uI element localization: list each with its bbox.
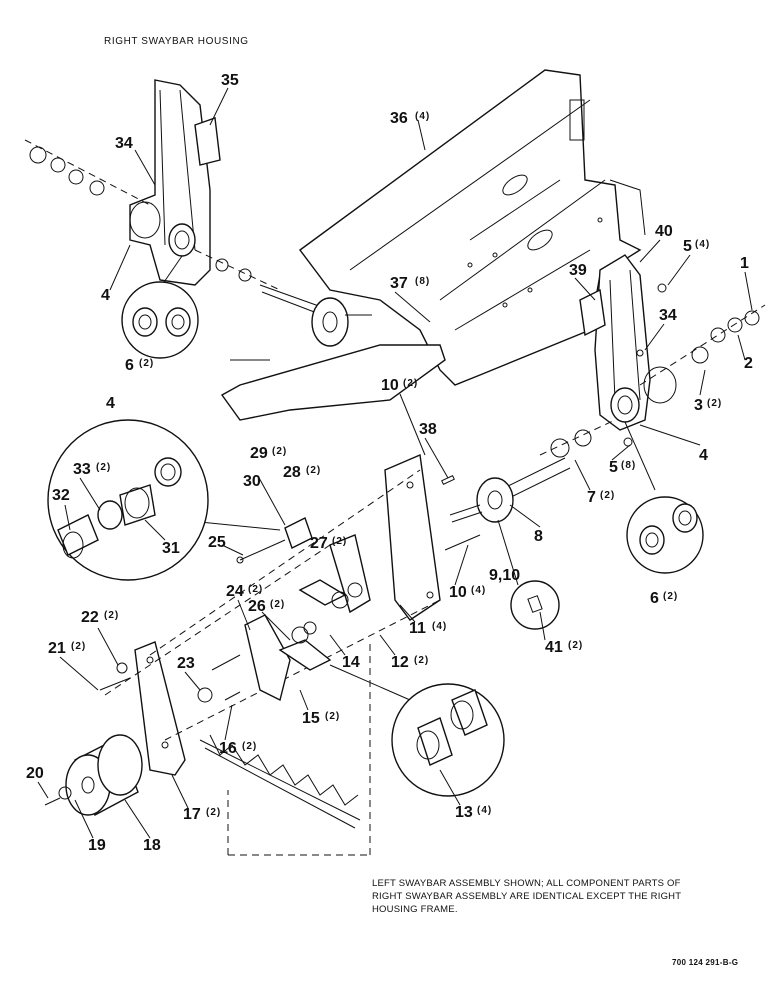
callout-10b-qty: (4) (471, 585, 486, 596)
callout-17-qty: (2) (206, 807, 221, 818)
callout-20-number: 20 (26, 765, 44, 782)
callout-36-qty: (4) (415, 111, 430, 122)
callout-14-number: 14 (342, 654, 360, 671)
header-frame (299, 69, 646, 386)
callout-7-qty: (2) (600, 490, 615, 501)
callout-21-qty: (2) (71, 641, 86, 652)
callout-12-number: 12 (391, 654, 409, 671)
callout-6b-number: 6 (650, 590, 659, 607)
callout-41-number: 41 (545, 639, 563, 656)
callout-5a-number: 5 (683, 238, 692, 255)
callout-5b-qty: (8) (621, 460, 636, 471)
callout-41-qty: (2) (568, 640, 583, 651)
callout-27-number: 27 (310, 535, 328, 552)
callout-6b-qty: (2) (663, 591, 678, 602)
callout-16-number: 16 (219, 740, 237, 757)
callout-2-number: 2 (744, 355, 753, 372)
callout-10a-qty: (2) (403, 378, 418, 389)
callout-11-qty: (4) (432, 621, 447, 632)
callout-5a-qty: (4) (695, 239, 710, 250)
callout-28-qty: (2) (306, 465, 321, 476)
callout-12-qty: (2) (414, 655, 429, 666)
callout-5b-number: 5 (609, 459, 618, 476)
assembly-note: LEFT SWAYBAR ASSEMBLY SHOWN; ALL COMPONE… (372, 878, 682, 915)
callout-36-number: 36 (390, 110, 408, 127)
callout-8-number: 8 (534, 528, 543, 545)
bearing-detail-6b (624, 421, 704, 574)
sickle-bar (199, 734, 361, 829)
callout-40-number: 40 (655, 223, 673, 240)
callout-32-number: 32 (52, 487, 70, 504)
callout-25-number: 25 (208, 534, 226, 551)
callout-26-number: 26 (248, 598, 266, 615)
callout-28-number: 28 (283, 464, 301, 481)
callout-6a-qty: (2) (139, 358, 154, 369)
swaybar-shaft (441, 419, 616, 523)
callout-7-number: 7 (587, 489, 596, 506)
callout-23-number: 23 (177, 655, 195, 672)
callout-37-qty: (8) (415, 276, 430, 287)
callout-33-qty: (2) (96, 462, 111, 473)
left-swaybar-housing (579, 254, 766, 447)
callout-13-qty: (4) (477, 805, 492, 816)
callout-24-qty: (2) (248, 584, 263, 595)
callout-38-number: 38 (419, 421, 437, 438)
callout-6a-number: 6 (125, 357, 134, 374)
callout-22-number: 22 (81, 609, 99, 626)
callout-17-number: 17 (183, 806, 201, 823)
callout-11-number: 11 (409, 620, 426, 637)
callout-26-qty: (2) (270, 599, 285, 610)
key-detail-41 (497, 519, 560, 630)
callout-18-number: 18 (143, 837, 161, 854)
callout-10a-number: 10 (381, 377, 399, 394)
callout-31-number: 31 (162, 540, 180, 557)
leader-lines (37, 87, 753, 839)
callout-30-number: 30 (243, 473, 261, 490)
callout-39-number: 39 (569, 262, 587, 279)
callout-29-number: 29 (250, 445, 268, 462)
bushing-detail (47, 419, 281, 581)
callout-16-qty: (2) (242, 741, 257, 752)
callout-19-number: 19 (88, 837, 106, 854)
callout-4c-number: 4 (699, 447, 708, 464)
callout-27-qty: (2) (332, 536, 347, 547)
callout-34b-number: 34 (659, 307, 677, 324)
callout-3-number: 3 (694, 397, 703, 414)
callout-9-10-number: 9,10 (489, 567, 520, 584)
diagram-header: RIGHT SWAYBAR HOUSING (104, 36, 249, 47)
figure-number: 700 124 291-B-G (672, 958, 739, 967)
callout-33-number: 33 (73, 461, 91, 478)
callout-34a-number: 34 (115, 135, 133, 152)
callout-24-number: 24 (226, 583, 244, 600)
support-arm (220, 344, 446, 421)
callout-35-number: 35 (221, 72, 239, 89)
callout-3-qty: (2) (707, 398, 722, 409)
callout-22-qty: (2) (104, 610, 119, 621)
callout-1-number: 1 (740, 255, 749, 272)
callout-21-number: 21 (48, 640, 66, 657)
roller-detail-13 (329, 664, 505, 797)
callout-13-number: 13 (455, 804, 473, 821)
callout-labels: 35 34 4 6 (2) 36 (4) 37 (8) 40 5 (4) 1 3… (26, 72, 753, 854)
callout-15-qty: (2) (325, 711, 340, 722)
callout-15-number: 15 (302, 710, 320, 727)
swaybar-linkage (99, 453, 481, 856)
callout-10b-number: 10 (449, 584, 467, 601)
right-swaybar-housing (24, 79, 372, 347)
pulley-18 (44, 734, 143, 816)
callout-4b-number: 4 (106, 395, 115, 412)
callout-37-number: 37 (390, 275, 408, 292)
callout-4a-number: 4 (101, 287, 110, 304)
callout-29-qty: (2) (272, 446, 287, 457)
bearing-detail-6a (121, 255, 199, 359)
